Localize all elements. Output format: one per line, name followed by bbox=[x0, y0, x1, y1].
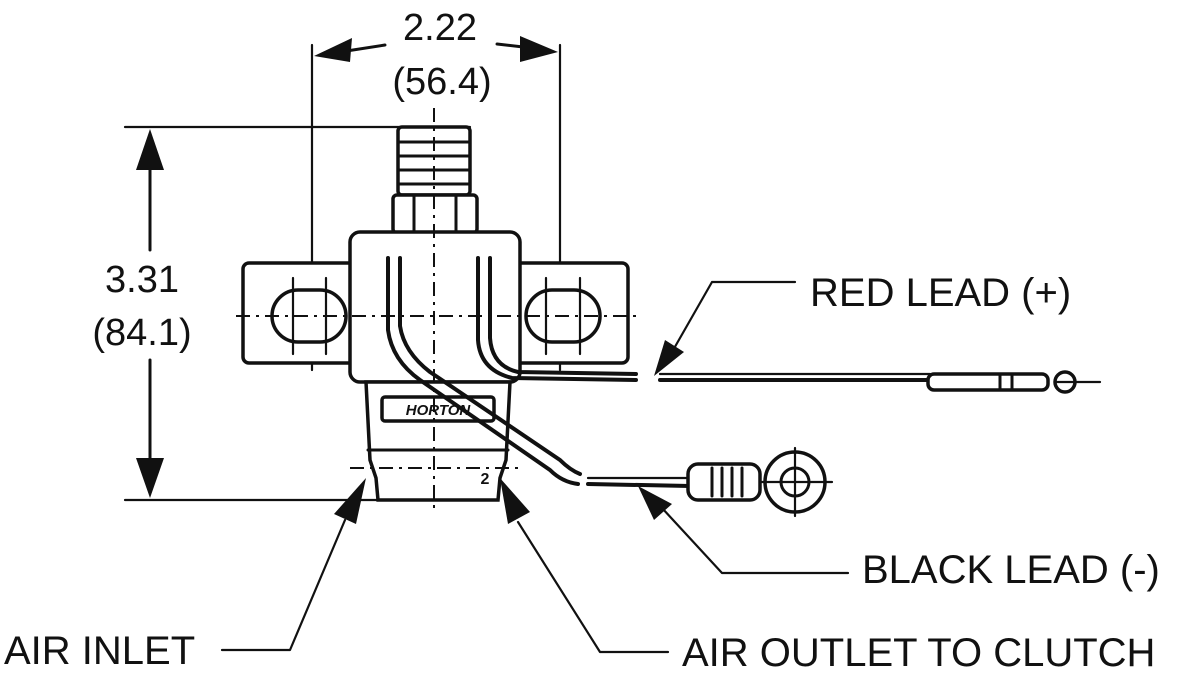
red-lead-insulation-edge bbox=[488, 256, 638, 376]
solenoid-body: HORTON 2 bbox=[236, 108, 640, 512]
callout-air-inlet: AIR INLET bbox=[4, 478, 366, 673]
brand-badge bbox=[380, 395, 496, 423]
callout-red-lead: RED LEAD (+) bbox=[654, 271, 1071, 376]
width-dimension-mm: (56.4) bbox=[392, 61, 491, 103]
air-inlet-label: AIR INLET bbox=[4, 629, 195, 673]
red-lead-insulation bbox=[476, 256, 638, 382]
black-lead-wire bbox=[386, 256, 834, 518]
width-arrow-right-icon bbox=[520, 36, 558, 62]
height-arrow-top-icon bbox=[136, 129, 164, 170]
callout-black-lead: BLACK LEAD (-) bbox=[638, 486, 1160, 592]
air-inlet-leader-line bbox=[220, 518, 347, 652]
port-number: 2 bbox=[481, 471, 490, 488]
height-arrow-bottom-icon bbox=[136, 458, 164, 498]
air-outlet-label: AIR OUTLET TO CLUTCH bbox=[682, 631, 1155, 675]
red-lead-leader-line bbox=[670, 280, 797, 354]
air-outlet-arrow-icon bbox=[500, 478, 530, 524]
air-inlet-arrow-icon bbox=[334, 478, 366, 524]
air-outlet-leader-line bbox=[516, 520, 670, 654]
black-lead-leader-line bbox=[660, 506, 850, 575]
height-dimension: 3.31 (84.1) bbox=[92, 125, 472, 502]
height-dimension-inches: 3.31 bbox=[105, 259, 179, 301]
red-lead-connector bbox=[926, 372, 1050, 392]
width-dimension: 2.22 (56.4) bbox=[310, 7, 562, 372]
red-lead-arrow-icon bbox=[654, 340, 684, 376]
width-arrow-left-icon bbox=[314, 38, 352, 62]
red-lead-label: RED LEAD (+) bbox=[810, 271, 1071, 315]
black-lead-wire-line bbox=[586, 482, 692, 488]
height-dimension-mm: (84.1) bbox=[92, 312, 191, 354]
black-lead-label: BLACK LEAD (-) bbox=[862, 548, 1160, 592]
black-lead-insulation-edge bbox=[398, 256, 582, 476]
black-lead-arrow-icon bbox=[638, 486, 672, 520]
red-lead-wire bbox=[476, 256, 1102, 394]
callout-air-outlet: AIR OUTLET TO CLUTCH bbox=[500, 478, 1155, 675]
ring-terminal-crimp bbox=[686, 462, 762, 502]
width-dimension-inches: 2.22 bbox=[403, 7, 477, 49]
black-lead-insulation bbox=[386, 256, 580, 486]
